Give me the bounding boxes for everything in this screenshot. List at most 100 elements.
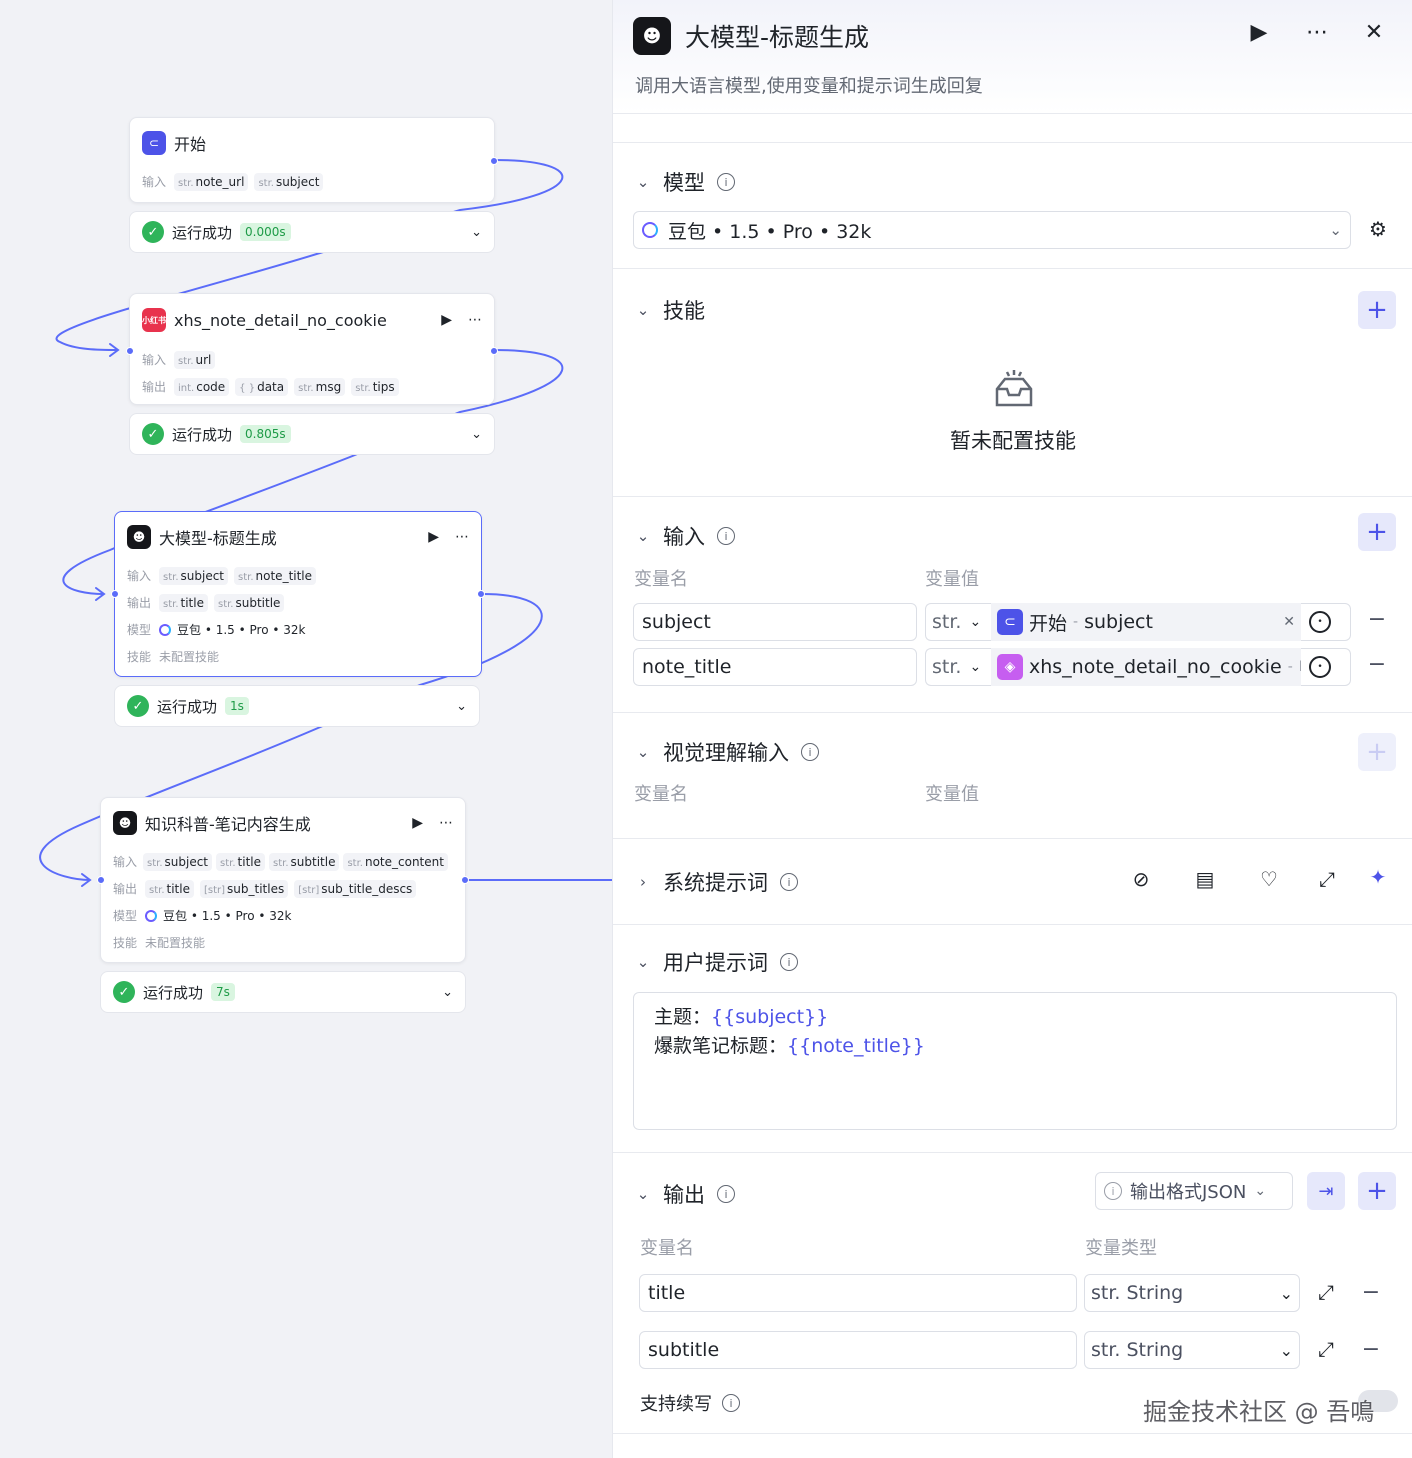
panel-description[interactable]: 调用大语言模型,使用变量和提示词生成回复 <box>635 76 983 97</box>
chevron-down-icon[interactable]: ⌄ <box>636 301 650 319</box>
continue-writing-toggle[interactable] <box>1358 1390 1398 1412</box>
chevron-down-icon[interactable]: ⌄ <box>636 173 650 191</box>
param-tag: str.subject <box>254 172 324 191</box>
node-input-row: 输入 str.subject str.note_title <box>115 562 481 589</box>
output-var-name-field[interactable]: title <box>639 1274 1077 1312</box>
run-time-badge: 7s <box>211 983 235 1001</box>
input-section: ⌄ 输入 i + 变量名 变量值 subject str.⌄ ⊂ 开始 - su… <box>613 496 1412 712</box>
play-icon[interactable]: ▶ <box>412 815 423 831</box>
play-icon[interactable]: ▶ <box>428 529 439 545</box>
clear-icon[interactable]: ✕ <box>1283 614 1295 630</box>
chevron-down-icon[interactable]: ⌄ <box>636 953 650 971</box>
chevron-down-icon[interactable]: ⌄ <box>636 527 650 545</box>
compass-icon[interactable]: ⊘ <box>1132 867 1150 891</box>
play-icon[interactable]: ▶ <box>441 312 452 328</box>
chevron-down-icon[interactable]: ⌄ <box>456 698 467 714</box>
play-icon[interactable]: ▶ <box>1250 20 1268 45</box>
input-var-ref-select[interactable]: ◈ xhs_note_detail_no_cookie - I ✕ <box>991 648 1301 686</box>
lightbulb-icon[interactable]: ♡ <box>1260 867 1278 891</box>
info-icon[interactable]: i <box>722 1394 740 1412</box>
plugin-cube-icon: ◈ <box>997 654 1023 680</box>
more-icon[interactable]: ⋯ <box>455 529 469 545</box>
output-var-type-select[interactable]: str. String⌄ <box>1084 1274 1300 1312</box>
prompt-line: 主题：{{subject}} <box>654 1006 829 1028</box>
doubao-model-icon <box>642 222 658 238</box>
workflow-canvas[interactable]: ⊂ 开始 输入 str.note_url str.subject ✓ 运行成功 … <box>0 0 612 1458</box>
node-status-bar[interactable]: ✓ 运行成功 0.000s ⌄ <box>129 211 495 253</box>
import-output-button[interactable]: ⇥ <box>1307 1172 1345 1210</box>
input-var-ref-select[interactable]: ⊂ 开始 - subject ✕ <box>991 603 1301 641</box>
input-port[interactable] <box>126 347 134 355</box>
check-icon: ✓ <box>113 981 135 1003</box>
node-llm-content[interactable]: ☻ 知识科普-笔记内容生成 ▶ ⋯ 输入 str.subject str.tit… <box>97 797 469 963</box>
add-output-button[interactable]: + <box>1358 1172 1396 1210</box>
param-tag: { }data <box>235 377 289 396</box>
input-port[interactable] <box>111 590 119 598</box>
output-port[interactable] <box>461 876 469 884</box>
output-format-select[interactable]: i 输出格式JSON ⌄ <box>1095 1172 1293 1210</box>
variable-picker-icon[interactable]: • <box>1309 611 1331 633</box>
chevron-down-icon[interactable]: ⌄ <box>442 984 453 1000</box>
more-icon[interactable]: ⋯ <box>468 312 482 328</box>
chevron-down-icon[interactable]: ⌄ <box>636 743 650 761</box>
input-var-type-select[interactable]: str.⌄ <box>925 603 991 641</box>
chevron-right-icon[interactable]: › <box>640 873 646 891</box>
info-icon[interactable]: i <box>717 173 735 191</box>
remove-input-button[interactable]: − <box>1367 607 1387 632</box>
param-tag: str.url <box>174 350 216 369</box>
node-title: 大模型-标题生成 <box>159 529 277 548</box>
output-var-name-field[interactable]: subtitle <box>639 1331 1077 1369</box>
panel-title[interactable]: 大模型-标题生成 <box>685 23 870 52</box>
node-input-row: 输入 str.url <box>130 346 494 373</box>
input-port[interactable] <box>97 876 105 884</box>
chevron-down-icon: ⌄ <box>1329 221 1342 239</box>
input-var-name-field[interactable]: subject <box>633 603 917 641</box>
ai-sparkle-icon[interactable]: ✦ <box>1369 865 1387 889</box>
output-port[interactable] <box>490 347 498 355</box>
close-icon[interactable]: ✕ <box>1364 20 1384 45</box>
remove-input-button[interactable]: − <box>1367 652 1387 677</box>
output-port[interactable] <box>490 157 498 165</box>
param-tag: str.title <box>159 593 208 612</box>
node-status-bar[interactable]: ✓ 运行成功 1s ⌄ <box>114 685 480 727</box>
node-llm-title[interactable]: ☻ 大模型-标题生成 ▶ ⋯ 输入 str.subject str.note_t… <box>111 511 485 677</box>
settings-icon[interactable]: ⚙ <box>1369 217 1387 241</box>
node-start[interactable]: ⊂ 开始 输入 str.note_url str.subject <box>129 117 498 203</box>
input-var-name-field[interactable]: note_title <box>633 648 917 686</box>
remove-output-button[interactable]: − <box>1361 1280 1381 1305</box>
node-status-bar[interactable]: ✓ 运行成功 7s ⌄ <box>100 971 466 1013</box>
node-xhs[interactable]: 小红书 xhs_note_detail_no_cookie ▶ ⋯ 输入 str… <box>126 293 498 405</box>
expand-icon[interactable]: ⤢ <box>1318 1337 1334 1361</box>
output-port[interactable] <box>477 590 485 598</box>
chevron-down-icon: ⌄ <box>1279 1340 1293 1360</box>
edge-start-to-xhs <box>55 159 564 351</box>
output-var-type-select[interactable]: str. String⌄ <box>1084 1331 1300 1369</box>
chevron-down-icon: ⌄ <box>1254 1183 1267 1199</box>
node-title: xhs_note_detail_no_cookie <box>174 310 387 330</box>
param-tag: str.note_content <box>343 852 448 871</box>
llm-icon: ☻ <box>127 525 151 549</box>
user-prompt-editor[interactable]: 主题：{{subject}} 爆款笔记标题：{{note_title}} <box>633 992 1397 1130</box>
chevron-down-icon[interactable]: ⌄ <box>471 224 482 240</box>
chevron-down-icon[interactable]: ⌄ <box>636 1185 650 1203</box>
add-input-button[interactable]: + <box>1358 513 1396 551</box>
variable-picker-icon[interactable]: • <box>1309 656 1331 678</box>
llm-icon: ☻ <box>113 811 137 835</box>
more-icon[interactable]: ⋯ <box>439 815 453 831</box>
more-icon[interactable]: ⋯ <box>1306 20 1328 45</box>
library-icon[interactable]: ▤ <box>1195 867 1215 891</box>
node-status-bar[interactable]: ✓ 运行成功 0.805s ⌄ <box>129 413 495 455</box>
add-vision-input-button[interactable]: + <box>1358 733 1396 771</box>
info-icon[interactable]: i <box>780 873 798 891</box>
chevron-down-icon[interactable]: ⌄ <box>471 426 482 442</box>
model-select[interactable]: 豆包 • 1.5 • Pro • 32k ⌄ <box>633 211 1351 249</box>
input-var-type-select[interactable]: str.⌄ <box>925 648 991 686</box>
expand-icon[interactable]: ⤢ <box>1318 1280 1334 1304</box>
remove-output-button[interactable]: − <box>1361 1337 1381 1362</box>
info-icon[interactable]: i <box>717 527 735 545</box>
info-icon[interactable]: i <box>717 1185 735 1203</box>
expand-icon[interactable]: ⤢ <box>1319 867 1335 891</box>
info-icon[interactable]: i <box>801 743 819 761</box>
add-skill-button[interactable]: + <box>1358 291 1396 329</box>
info-icon[interactable]: i <box>780 953 798 971</box>
